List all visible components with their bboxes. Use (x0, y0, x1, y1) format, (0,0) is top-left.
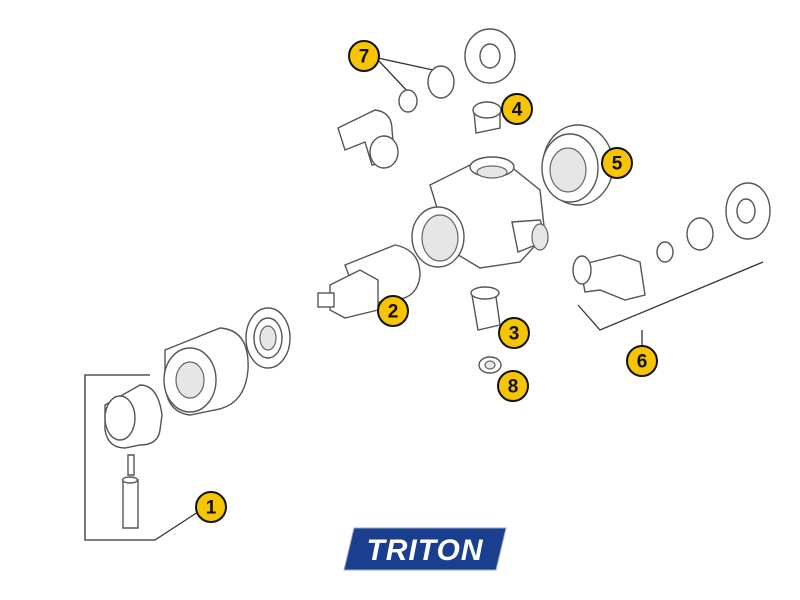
leader-lines (84, 57, 764, 541)
part-shroud-sleeve (163, 327, 249, 416)
part-4-plug (472, 101, 502, 134)
svg-text:6: 6 (637, 352, 648, 373)
svg-text:3: 3 (509, 324, 520, 345)
callout-4: 4 (501, 93, 533, 125)
svg-text:TRITON: TRITON (366, 534, 483, 567)
triton-logo: TRITON (343, 527, 507, 571)
part-6-elbow-assembly (572, 182, 771, 301)
callout-8: 8 (497, 370, 529, 402)
part-elbow-left (337, 109, 399, 169)
callout-7: 7 (348, 40, 380, 72)
svg-text:1: 1 (206, 498, 217, 519)
callout-5: 5 (601, 147, 633, 179)
svg-text:7: 7 (359, 47, 370, 68)
part-7-nut-and-olive (398, 28, 516, 113)
callout-1: 1 (195, 491, 227, 523)
svg-text:2: 2 (388, 302, 399, 323)
callout-2: 2 (377, 295, 409, 327)
callout-3: 3 (498, 317, 530, 349)
part-1-knob-assembly (104, 384, 163, 529)
svg-text:4: 4 (512, 100, 523, 121)
svg-text:5: 5 (612, 154, 623, 175)
part-locknut (245, 307, 291, 369)
svg-text:8: 8 (508, 377, 519, 398)
callout-6: 6 (626, 345, 658, 377)
part-3-fitting (470, 286, 501, 331)
part-8-washer (478, 356, 502, 374)
part-valve-body (411, 156, 549, 269)
